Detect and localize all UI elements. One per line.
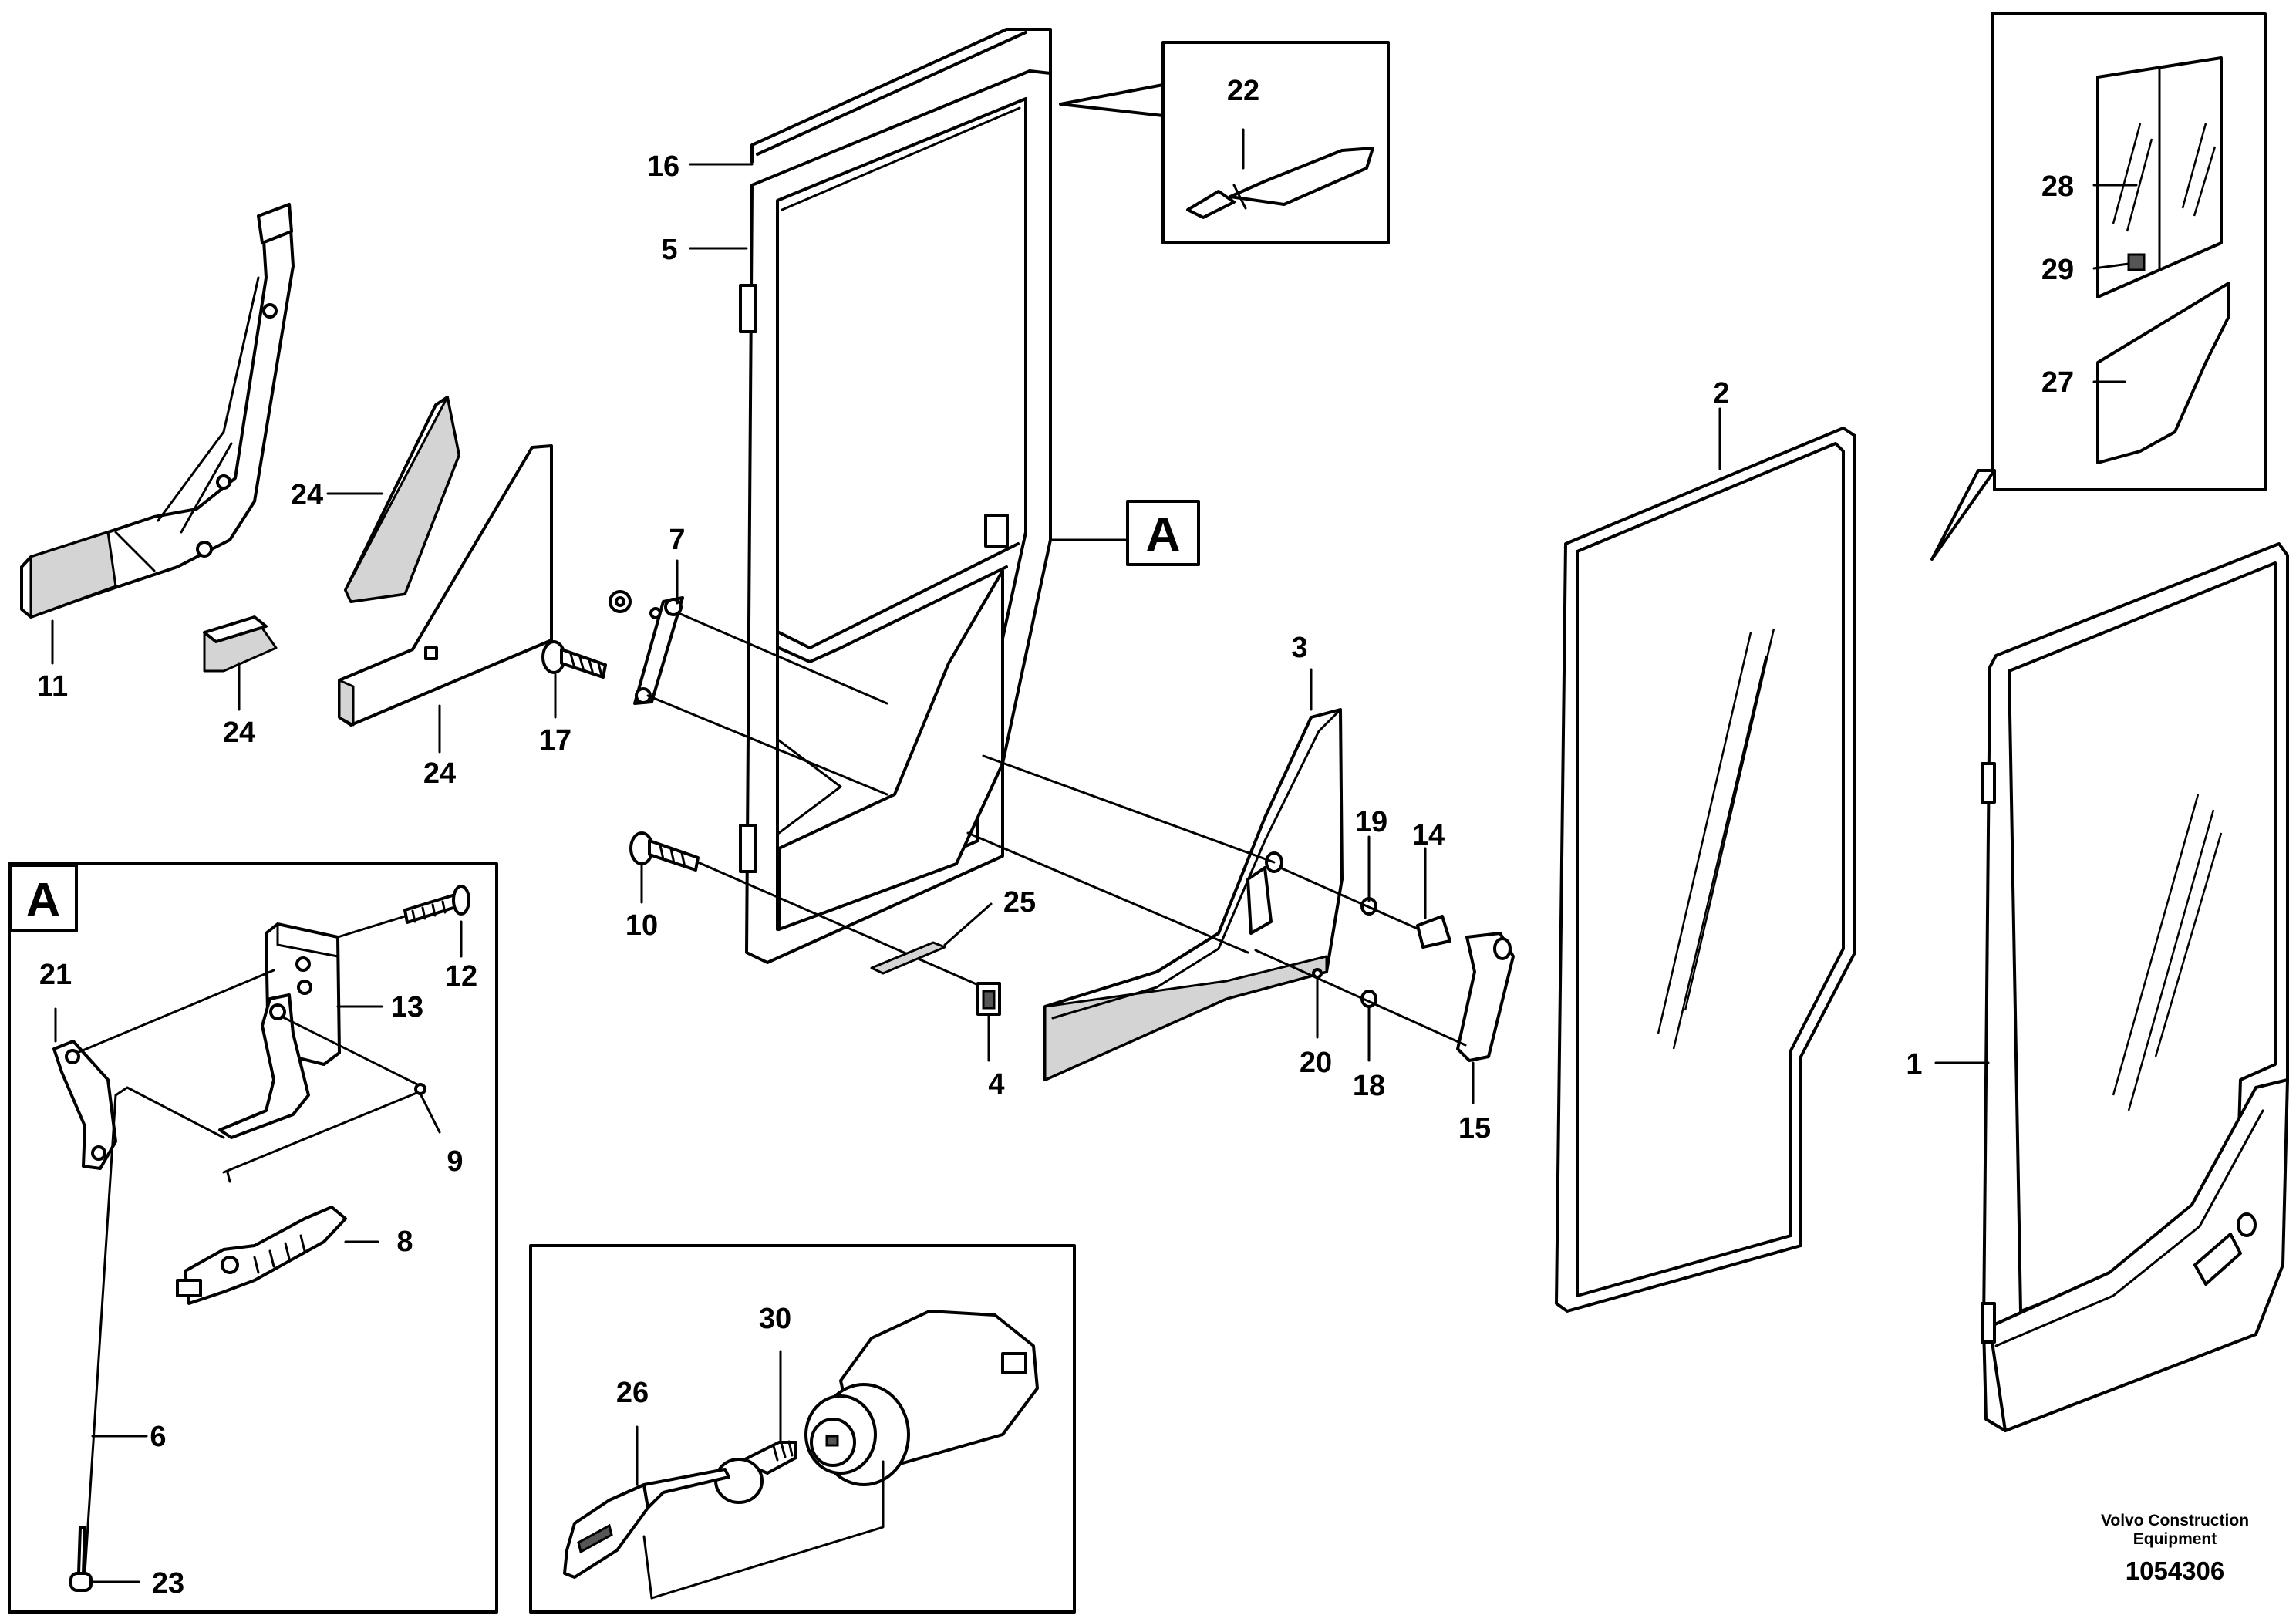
label-5: 5 xyxy=(661,234,677,266)
label-4: 4 xyxy=(988,1068,1004,1101)
caption-line1: Volvo Construction xyxy=(2101,1512,2249,1529)
hinge-link-7 xyxy=(609,590,888,796)
part-labels: 16 5 22 11 24 24 24 7 17 10 25 4 3 19 14… xyxy=(37,75,2074,1600)
label-26: 26 xyxy=(616,1377,649,1409)
side-bracket-11 xyxy=(20,203,295,619)
bolt-10 xyxy=(629,831,985,989)
label-28: 28 xyxy=(2041,170,2074,203)
end-fitting-23 xyxy=(69,1572,93,1592)
detail-a-ref-letter: A xyxy=(1146,508,1181,561)
strip-25 xyxy=(870,902,993,975)
label-1: 1 xyxy=(1906,1048,1922,1081)
label-9: 9 xyxy=(447,1145,463,1178)
label-24-long: 24 xyxy=(423,757,456,790)
complete-door-1 xyxy=(1981,542,2289,1432)
label-25: 25 xyxy=(1003,886,1036,919)
label-8: 8 xyxy=(396,1226,413,1258)
label-6: 6 xyxy=(150,1421,166,1453)
label-17: 17 xyxy=(539,724,571,757)
label-21: 21 xyxy=(39,959,72,991)
cable-6 xyxy=(83,1094,117,1575)
lock-detail-box xyxy=(529,1244,1076,1614)
label-18: 18 xyxy=(1353,1070,1385,1102)
label-11: 11 xyxy=(37,670,68,703)
label-3: 3 xyxy=(1291,632,1307,664)
door-seal-16 xyxy=(750,28,1052,164)
clip-4 xyxy=(976,982,1001,1062)
label-15: 15 xyxy=(1458,1112,1491,1145)
glass-detail-box xyxy=(1930,12,2267,561)
lever-21 xyxy=(52,1040,117,1170)
label-30: 30 xyxy=(759,1303,791,1335)
label-22: 22 xyxy=(1227,75,1259,107)
sealant-tube-22 xyxy=(1229,147,1374,206)
label-23: 23 xyxy=(152,1567,184,1600)
detail-a-box: A xyxy=(8,862,498,1614)
publisher-caption: Volvo Construction Equipment 1054306 xyxy=(2101,1512,2249,1585)
detail-a-box-letter: A xyxy=(26,874,61,927)
detail-a-reference: A xyxy=(1049,500,1200,566)
door-lower-panel-3 xyxy=(966,708,1344,1081)
window-pane-2 xyxy=(1555,427,1856,1313)
panel-27 xyxy=(2096,282,2230,464)
label-13: 13 xyxy=(391,991,423,1023)
bolt-17 xyxy=(541,640,607,679)
label-14: 14 xyxy=(1412,819,1445,851)
label-10: 10 xyxy=(625,909,658,942)
label-16: 16 xyxy=(647,150,679,183)
label-2: 2 xyxy=(1713,377,1729,410)
trim-pieces-24 xyxy=(203,396,553,727)
drawing-number: 1054306 xyxy=(2126,1556,2224,1585)
label-19: 19 xyxy=(1355,806,1387,838)
label-7: 7 xyxy=(669,524,685,556)
label-29: 29 xyxy=(2041,254,2074,286)
label-27: 27 xyxy=(2041,366,2074,399)
label-24-small: 24 xyxy=(223,717,255,749)
label-24-upper: 24 xyxy=(291,479,323,511)
handle-15 xyxy=(1254,866,1515,1062)
sealant-detail-box xyxy=(1059,41,1390,244)
caption-line2: Equipment xyxy=(2133,1530,2217,1548)
door-frame-assembly xyxy=(739,28,1052,964)
leader-lines xyxy=(51,163,2138,1583)
clip-29 xyxy=(2127,253,2146,271)
label-20: 20 xyxy=(1300,1047,1332,1079)
label-12: 12 xyxy=(445,960,477,993)
inner-handle-8 xyxy=(184,1206,347,1305)
